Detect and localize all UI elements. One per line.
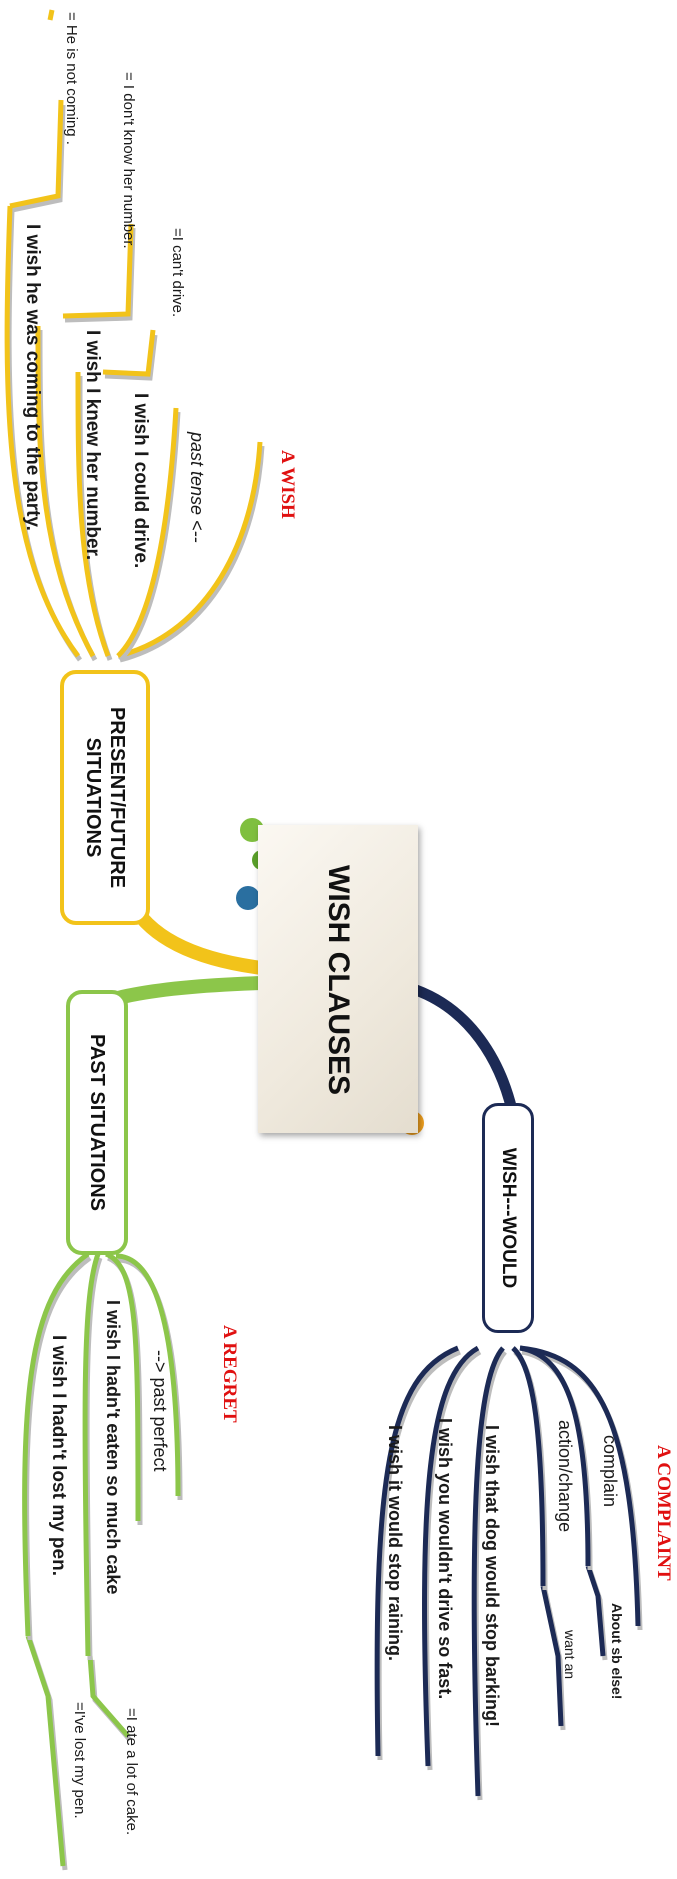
past-example-2: I wish I hadn't lost my pen. (48, 1335, 69, 1576)
present-meaning-3: = He is not coming . (63, 12, 80, 145)
past-header: A REGRET (219, 1325, 240, 1423)
would-example-1: I wish that dog would stop barking! (482, 1425, 502, 1727)
would-label: WISH---WOULD (498, 1147, 519, 1289)
present-meaning-2: = I don't know her number. (120, 72, 137, 249)
would-note-2: action/change (555, 1420, 575, 1533)
would-example-2: I wish you wouldn't drive so fast. (435, 1418, 455, 1700)
past-note: --> past perfect (150, 1350, 170, 1472)
past-meaning-1: =I ate a lot of cake. (123, 1708, 140, 1836)
present-label-line1: PRESENT/FUTURE (106, 706, 128, 889)
past-main-branch (116, 976, 263, 1005)
present-situations-node[interactable]: PRESENT/FUTURE SITUATIONS (60, 670, 150, 925)
would-note-2-detail: want an (562, 1630, 578, 1680)
would-header: A COMPLAINT (653, 1445, 674, 1581)
would-main-branch (414, 984, 518, 1112)
would-note-1: complain (600, 1435, 620, 1508)
present-example-1: I wish I could drive. (130, 393, 151, 569)
present-meaning-1: =I can't drive. (169, 228, 186, 318)
center-card (258, 825, 418, 1133)
would-example-3: I wish it would stop raining. (385, 1425, 405, 1661)
page-title: WISH CLAUSES (322, 865, 355, 1096)
present-example-3: I wish he was coming to the party. (22, 224, 43, 531)
present-header: A WISH (277, 450, 298, 519)
would-note-1-detail: About sb else! (609, 1603, 625, 1700)
past-meaning-2: =I've lost my pen. (71, 1702, 88, 1819)
would-node[interactable]: WISH---WOULD (482, 1103, 534, 1333)
present-example-2: I wish I knew her number. (82, 330, 103, 561)
past-label: PAST SITUATIONS (86, 1033, 109, 1212)
present-label-line2: SITUATIONS (82, 737, 104, 858)
present-note: past tense <-- (187, 432, 207, 543)
past-example-1: I wish I hadn't eaten so much cake (103, 1300, 123, 1595)
past-situations-node[interactable]: PAST SITUATIONS (66, 990, 128, 1255)
